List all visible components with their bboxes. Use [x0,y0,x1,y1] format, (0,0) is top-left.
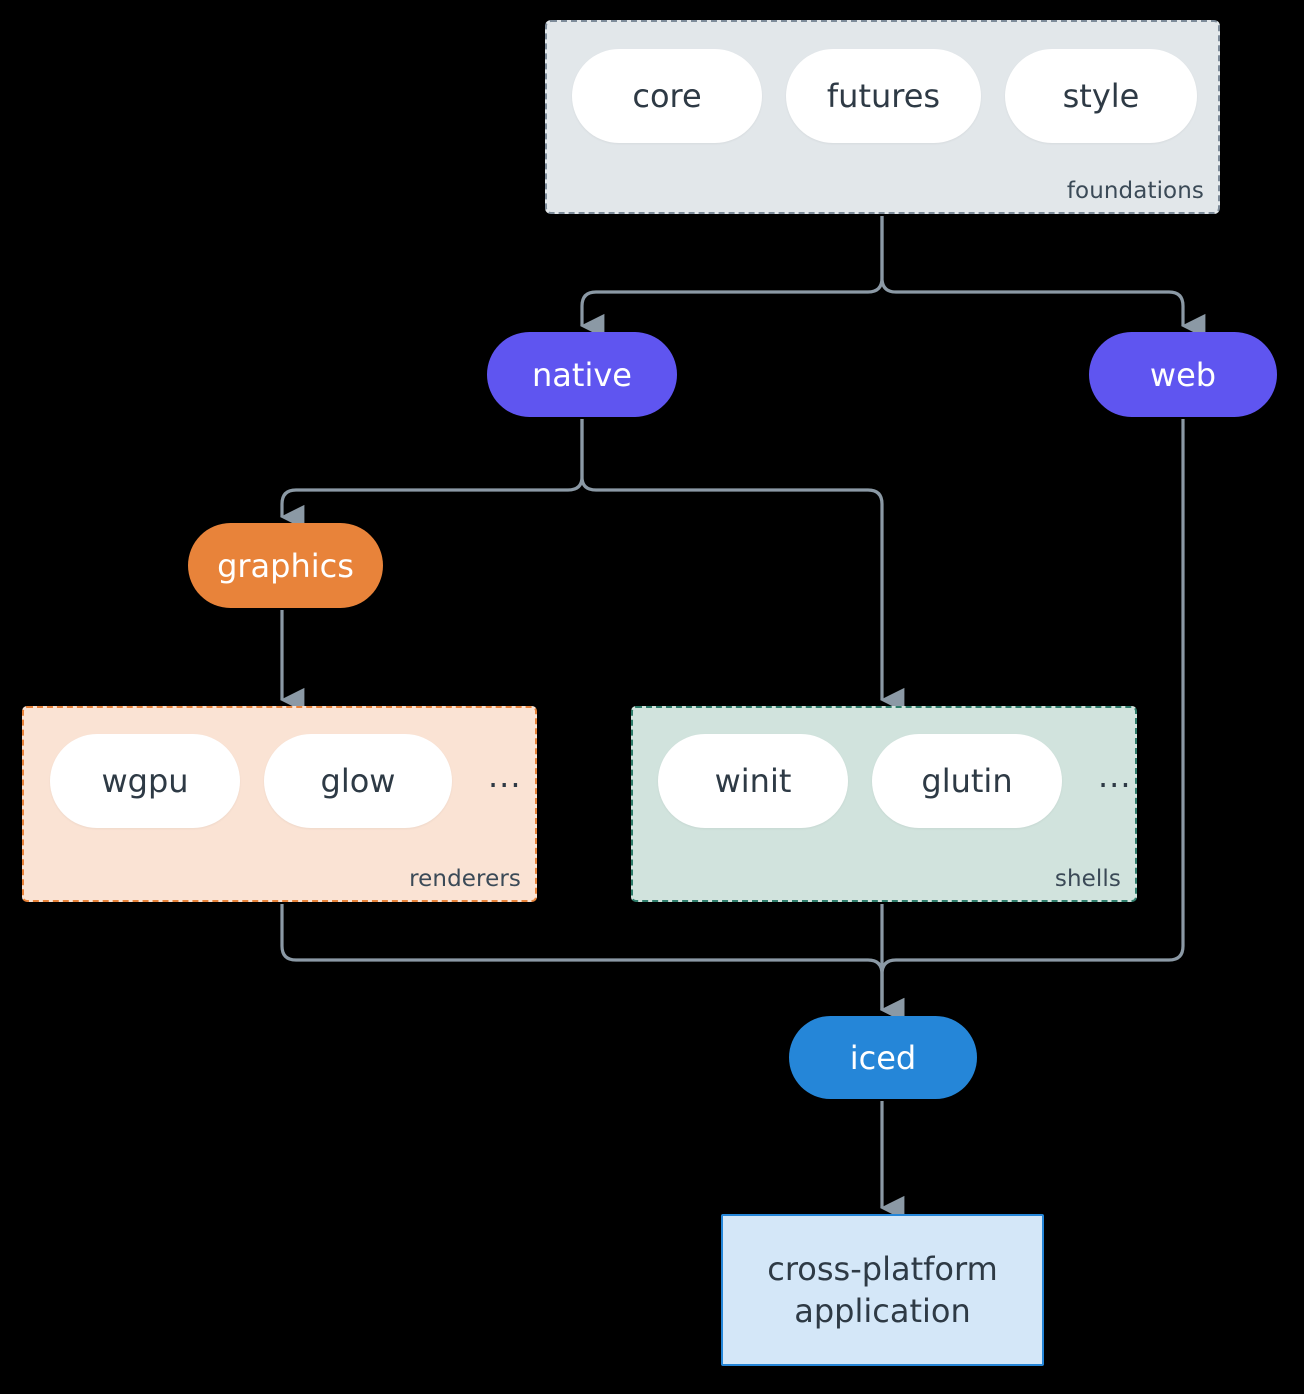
edge-foundations-native [580,216,884,339]
group-shells: winit glutin ... shells [631,706,1137,902]
renderers-ellipsis: ... [488,757,522,795]
node-core[interactable]: core [572,49,762,143]
node-web[interactable]: web [1089,332,1277,417]
application-line-1: cross-platform [767,1249,998,1288]
edge-renderers-iced [280,904,905,1023]
shells-members: winit glutin ... [658,734,1132,828]
renderers-members: wgpu glow ... [50,734,522,828]
foundations-members: core futures style [572,49,1197,143]
node-graphics[interactable]: graphics [188,523,383,608]
edge-foundations-web [880,216,1206,339]
node-glow[interactable]: glow [264,734,452,828]
shells-ellipsis: ... [1098,757,1132,795]
node-glutin[interactable]: glutin [872,734,1062,828]
node-winit[interactable]: winit [658,734,848,828]
group-label-foundations: foundations [1066,178,1204,204]
group-label-renderers: renderers [409,866,521,892]
node-wgpu[interactable]: wgpu [50,734,240,828]
group-label-shells: shells [1054,866,1121,892]
node-style[interactable]: style [1005,49,1197,143]
node-iced[interactable]: iced [789,1016,977,1099]
group-renderers: wgpu glow ... renderers [22,706,537,902]
edge-native-shells [580,419,905,713]
application-line-2: application [794,1292,971,1330]
edge-native-graphics [280,419,584,530]
node-native[interactable]: native [487,332,677,417]
node-futures[interactable]: futures [786,49,981,143]
node-cross-platform-application[interactable]: cross-platform application [721,1214,1044,1366]
group-foundations: core futures style foundations [545,20,1220,214]
